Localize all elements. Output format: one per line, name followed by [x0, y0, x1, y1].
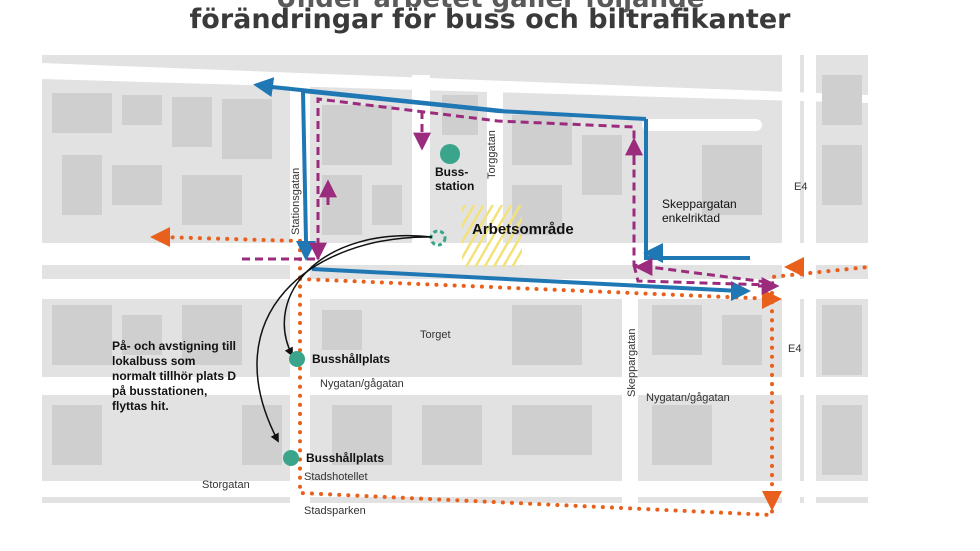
street-east-stub	[642, 119, 762, 131]
bus-stop-1-dot	[289, 351, 305, 367]
street-bottom	[42, 503, 868, 517]
orange-east	[298, 277, 776, 301]
bus-stop-2-label: Busshållplats	[306, 451, 385, 465]
blue-north-line	[271, 85, 504, 113]
street-storgatan	[42, 481, 868, 497]
street-e4-1	[782, 55, 800, 517]
street-e4-2	[804, 55, 816, 517]
street-mid-north	[412, 75, 430, 255]
relocation-note: På- och avstigning till lokalbuss som no…	[112, 339, 237, 413]
stationsgatan-label: Stationsgatan	[290, 167, 302, 235]
street-lower	[42, 279, 868, 299]
storgatan-label: Storgatan	[202, 479, 250, 491]
nygatan-left-label: Nygatan/gågatan	[320, 378, 404, 390]
bus-stop-1-label: Busshållplats	[312, 352, 391, 366]
e4-mid-label: E4	[788, 343, 802, 355]
stadshotellet-label: Stadshotellet	[304, 471, 368, 483]
old-stop-marker	[429, 229, 447, 247]
street-main	[42, 243, 868, 265]
purple-main	[316, 97, 775, 285]
torggatan-label: Torggatan	[486, 130, 498, 179]
stadsparken-label: Stadsparken	[304, 505, 366, 517]
street-nygatan	[42, 377, 868, 395]
street-skeppargatan	[622, 279, 638, 517]
skeppargatan-oneway-label: Skeppargatan enkelriktad	[662, 197, 737, 225]
blue-south	[311, 267, 741, 293]
bus-stop-2-dot	[283, 450, 299, 466]
orange-route	[158, 235, 868, 517]
blue-arrow-west	[253, 77, 275, 98]
title-line-1: Under arbetet gäller följande	[0, 0, 980, 14]
map-area: Buss- station Arbetsområde Skeppargatan …	[42, 55, 868, 517]
nygatan-right-label: Nygatan/gågatan	[646, 392, 730, 404]
work-area-hatch	[462, 205, 522, 267]
skeppargatan-label: Skeppargatan	[626, 328, 638, 398]
bus-station-label: Buss- station	[435, 165, 475, 193]
torget-label: Torget	[420, 329, 451, 341]
page-title: förändringar för buss och biltrafikanter	[189, 4, 791, 35]
e4-top-label: E4	[794, 181, 808, 193]
map-canvas	[42, 55, 868, 517]
arrow-to-stop-2	[256, 236, 433, 443]
bus-station-dot	[440, 144, 460, 164]
street-top	[42, 63, 868, 103]
orange-west	[158, 235, 302, 243]
work-area-label: Arbetsområde	[472, 221, 574, 238]
